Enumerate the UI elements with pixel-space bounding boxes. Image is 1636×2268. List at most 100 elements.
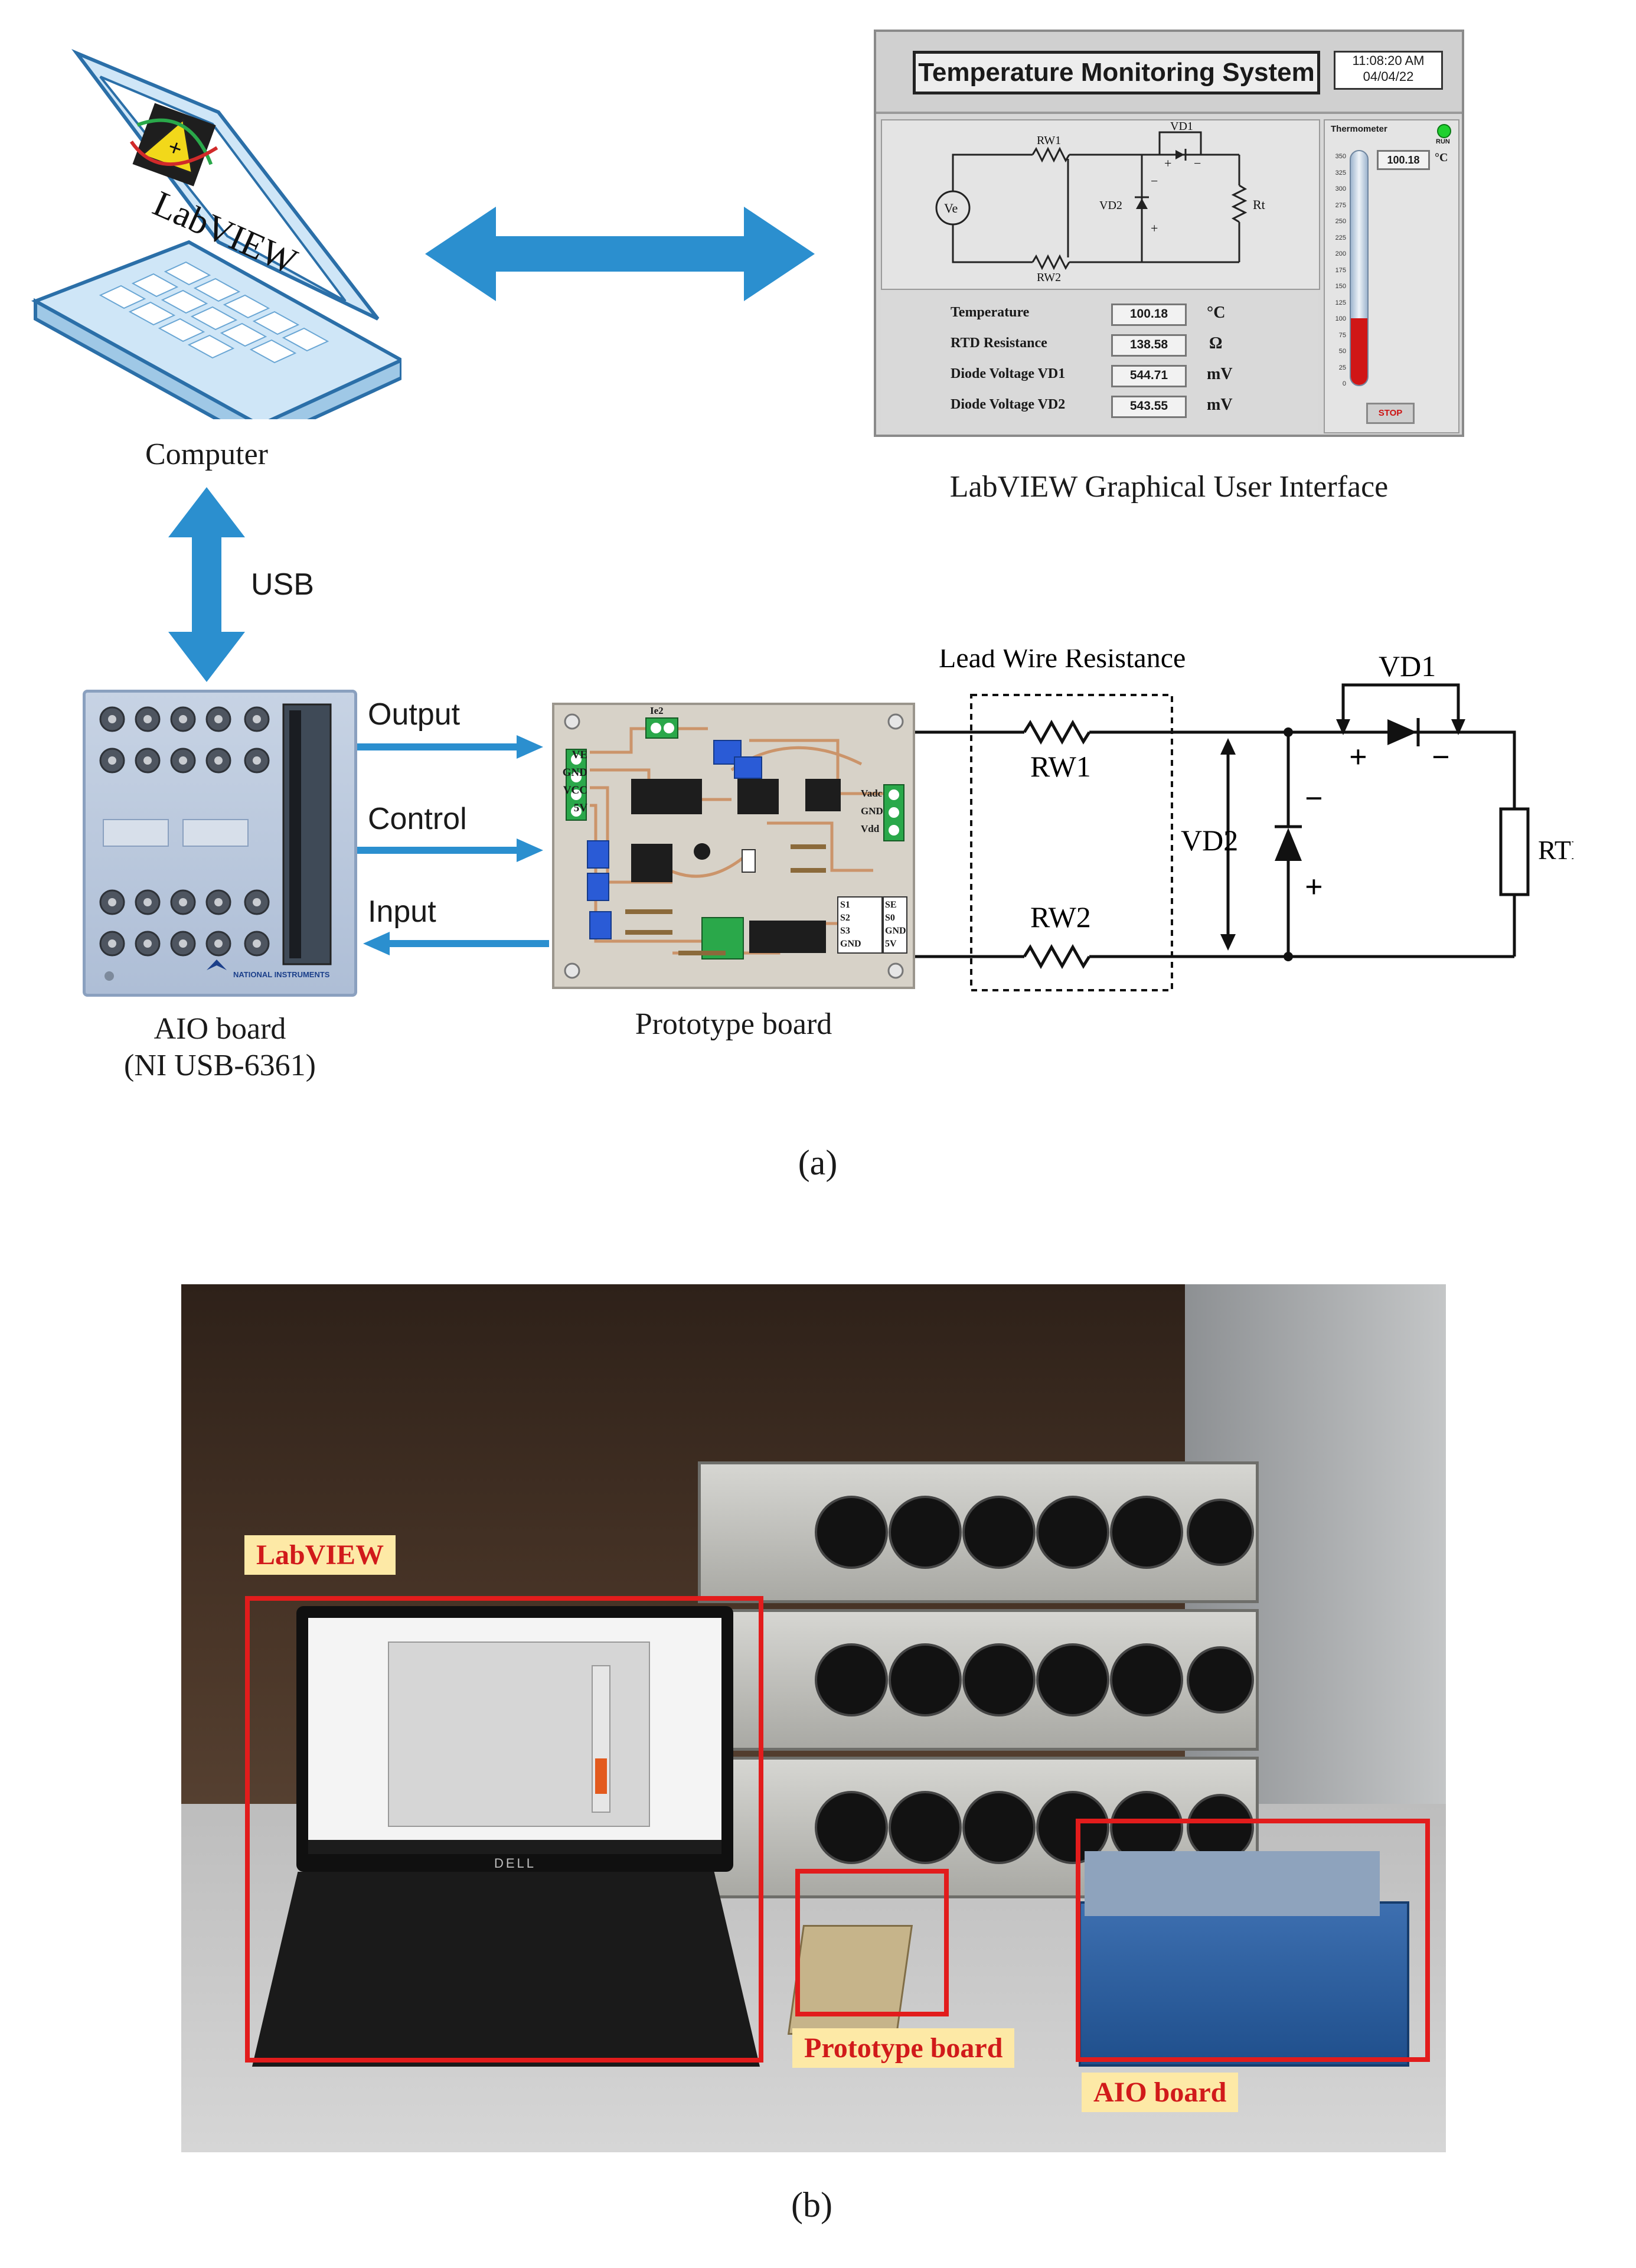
thermometer-title: Thermometer [1331, 124, 1387, 134]
thermometer-scale-tick: 250 [1335, 218, 1346, 225]
signal-input-label: Input [368, 895, 436, 929]
gui-rt-label: Rt [1253, 197, 1265, 212]
rtd-circuit-diagram: Lead Wire Resistance RW1 RW2 VD1 VD2 RTD… [915, 650, 1573, 991]
run-indicator-icon [1437, 124, 1451, 138]
labview-tag: LabVIEW [244, 1535, 396, 1575]
aio-caption-line2: (NI USB-6361) [124, 1049, 316, 1082]
gui-rw1-label: RW1 [1037, 134, 1061, 147]
signal-arrows [357, 735, 549, 955]
svg-text:+: + [1151, 221, 1158, 236]
gui-vd1-label: VD1 [1170, 120, 1193, 133]
proto-top-label: Ie2 [650, 705, 664, 716]
vd2-plus-sign: + [1305, 869, 1323, 905]
aio-caption: AIO board (NI USB-6361) [71, 1011, 369, 1084]
proto-pin-s2: S2 [840, 913, 850, 923]
meas-unit-diode-vd1: mV [1207, 365, 1233, 383]
thermometer-scale-tick: 150 [1335, 283, 1346, 290]
gui-schematic: Ve RW1 RW2 VD1 VD2 Rt − + + − [935, 120, 1265, 284]
gui-ve-label: Ve [944, 201, 958, 216]
gui-rw2-label: RW2 [1037, 271, 1061, 284]
circuit-rw2: RW2 [1030, 900, 1091, 934]
proto-pin-se: SE [885, 900, 897, 910]
proto-pin-gnd-bottom: GND [840, 939, 861, 949]
vd1-plus-sign: + [1349, 739, 1367, 775]
labview-highlight-box [245, 1596, 763, 2063]
proto-pin-gnd-right: GND [861, 805, 883, 817]
thermometer-scale-tick: 350 [1335, 153, 1346, 160]
gui-date: 04/04/22 [1363, 69, 1414, 84]
photo-screen-thermometer [592, 1665, 610, 1813]
thermometer-scale-tick: 50 [1338, 348, 1346, 355]
thermometer-scale-tick: 275 [1335, 201, 1346, 209]
gui-clock: 11:08:20 AM 04/04/22 [1334, 51, 1443, 90]
aio-caption-line1: AIO board [154, 1012, 286, 1046]
usb-double-arrow [168, 487, 245, 682]
meas-unit-rtd-resistance: Ω [1209, 334, 1223, 353]
panel-b-label: (b) [791, 2185, 832, 2224]
proto-pin-vdd: Vdd [861, 823, 880, 834]
aio-board-illustration: NATIONAL INSTRUMENTS [83, 690, 357, 997]
circuit-vd2: VD2 [1181, 824, 1238, 857]
signal-control-label: Control [368, 802, 467, 836]
meas-label-temperature: Temperature [951, 305, 1030, 320]
svg-text:−: − [1151, 174, 1158, 188]
thermometer-scale-tick: 225 [1335, 234, 1346, 242]
labview-gui: Temperature Monitoring System 11:08:20 A… [874, 30, 1464, 437]
photo-aio-top [1085, 1851, 1380, 1916]
proto-left-pins: VE GND VCC 5V [554, 746, 587, 817]
lead-wire-label: Lead Wire Resistance [939, 650, 1186, 674]
thermometer-scale-tick: 175 [1335, 266, 1346, 274]
thermometer-scale-tick: 75 [1338, 331, 1346, 339]
photo-laptop-base [252, 1872, 760, 2067]
proto-pin-s3: S3 [840, 926, 850, 936]
thermometer-fill [1351, 318, 1367, 385]
aio-brand: NATIONAL INSTRUMENTS [233, 970, 330, 979]
aio-highlight-box [1076, 1819, 1430, 2062]
gui-measurements: Temperature 100.18 °C RTD Resistance 138… [881, 292, 1318, 431]
photo-aio-board [1079, 1901, 1409, 2067]
gui-time: 11:08:20 AM [1352, 53, 1425, 68]
aio-tag: AIO board [1082, 2073, 1239, 2112]
gui-vd2-label: VD2 [1099, 199, 1122, 212]
circuit-vd1: VD1 [1379, 650, 1436, 683]
meas-label-rtd-resistance: RTD Resistance [951, 335, 1047, 351]
gui-title: Temperature Monitoring System [913, 51, 1320, 94]
usb-label: USB [251, 567, 314, 602]
thermometer-scale-tick: 300 [1335, 185, 1346, 192]
meas-value-temperature: 100.18 [1111, 304, 1187, 326]
proto-pin-5v: 5V [573, 802, 587, 814]
svg-text:−: − [1194, 156, 1201, 171]
thermometer-reading: 100.18 [1377, 150, 1430, 170]
vd1-minus-sign: − [1432, 739, 1450, 775]
meas-value-diode-vd1: 544.71 [1111, 365, 1187, 387]
prototype-caption: Prototype board [635, 1007, 832, 1041]
thermometer-scale-tick: 200 [1335, 250, 1346, 257]
thermometer-scale-tick: 0 [1342, 380, 1346, 387]
proto-pin-gnd-bottom2: GND [885, 926, 906, 936]
photo-screen-thermo-fill [595, 1758, 607, 1794]
proto-pin-vadc: Vadc [861, 788, 883, 799]
run-label: RUN [1436, 138, 1450, 145]
meas-label-diode-vd1: Diode Voltage VD1 [951, 366, 1066, 381]
prototype-board-components [564, 713, 907, 979]
circuit-rtd: RTD [1538, 835, 1573, 865]
prototype-tag: Prototype board [792, 2028, 1015, 2068]
laptop-illustration: + LabVIEW [31, 49, 401, 419]
circuit-rw1: RW1 [1030, 750, 1091, 783]
prototype-board-illustration: VE GND VCC 5V Vadc GND Vdd S1 S2 S3 GND … [552, 703, 915, 989]
stop-button[interactable]: STOP [1366, 403, 1415, 424]
meas-value-rtd-resistance: 138.58 [1111, 334, 1187, 357]
proto-pin-5v-bottom: 5V [885, 939, 897, 949]
aio-board-connectors [99, 703, 332, 981]
proto-pin-gnd: GND [562, 766, 587, 779]
photo-taskbar [308, 1840, 721, 1854]
thermometer-scale-tick: 100 [1335, 315, 1346, 322]
svg-text:+: + [1164, 156, 1171, 171]
vd2-minus-sign: − [1305, 781, 1323, 816]
gui-schematic-panel: Ve RW1 RW2 VD1 VD2 Rt − + + − [881, 119, 1320, 290]
computer-caption: Computer [145, 438, 268, 471]
meas-label-diode-vd2: Diode Voltage VD2 [951, 397, 1066, 412]
meas-unit-diode-vd2: mV [1207, 396, 1233, 414]
